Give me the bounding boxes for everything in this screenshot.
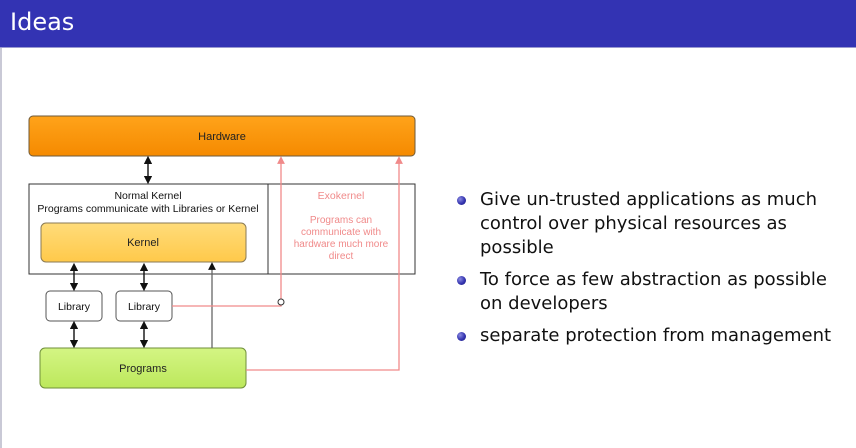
kernel-box: Kernel bbox=[40, 222, 247, 263]
bullet-text: To force as few abstraction as possible … bbox=[480, 269, 827, 314]
pink-path-programs-hardware bbox=[246, 156, 403, 371]
hardware-box: Hardware bbox=[28, 115, 416, 157]
library-box-right: Library bbox=[115, 290, 173, 322]
left-margin-rule bbox=[0, 48, 2, 448]
exokernel-panel: Exokernel Programs can communicate with … bbox=[294, 190, 389, 262]
hardware-label: Hardware bbox=[198, 131, 246, 143]
bullet-text: separate protection from management bbox=[480, 325, 832, 346]
bullet-item: Give un-trusted applications as much con… bbox=[456, 188, 852, 260]
bullet-icon bbox=[457, 196, 466, 205]
programs-label: Programs bbox=[119, 363, 167, 375]
pink-path-junction bbox=[277, 298, 285, 306]
bullet-list: Give un-trusted applications as much con… bbox=[456, 188, 852, 356]
library-box-left: Library bbox=[45, 290, 103, 322]
bullet-icon bbox=[457, 332, 466, 341]
bullet-item: separate protection from management bbox=[456, 324, 852, 348]
slide-title: Ideas bbox=[10, 8, 75, 36]
bullet-icon bbox=[457, 276, 466, 285]
kernel-label: Kernel bbox=[127, 237, 159, 249]
normal-kernel-subheading: Programs communicate with Libraries or K… bbox=[37, 203, 258, 215]
exokernel-desc-line-1: Programs can bbox=[310, 215, 372, 226]
exokernel-desc-line-4: direct bbox=[329, 251, 354, 262]
programs-box: Programs bbox=[39, 347, 247, 389]
exokernel-title: Exokernel bbox=[318, 190, 365, 202]
bullet-item: To force as few abstraction as possible … bbox=[456, 268, 852, 316]
pink-path-library-hardware bbox=[172, 156, 285, 307]
library-right-label: Library bbox=[128, 301, 161, 313]
normal-kernel-heading: Normal Kernel bbox=[114, 190, 181, 202]
library-left-label: Library bbox=[58, 301, 91, 313]
exokernel-desc-line-2: communicate with bbox=[301, 227, 381, 238]
title-bar: Ideas bbox=[0, 0, 856, 48]
exokernel-desc-line-3: hardware much more bbox=[294, 239, 389, 250]
bullet-text: Give un-trusted applications as much con… bbox=[480, 189, 817, 258]
